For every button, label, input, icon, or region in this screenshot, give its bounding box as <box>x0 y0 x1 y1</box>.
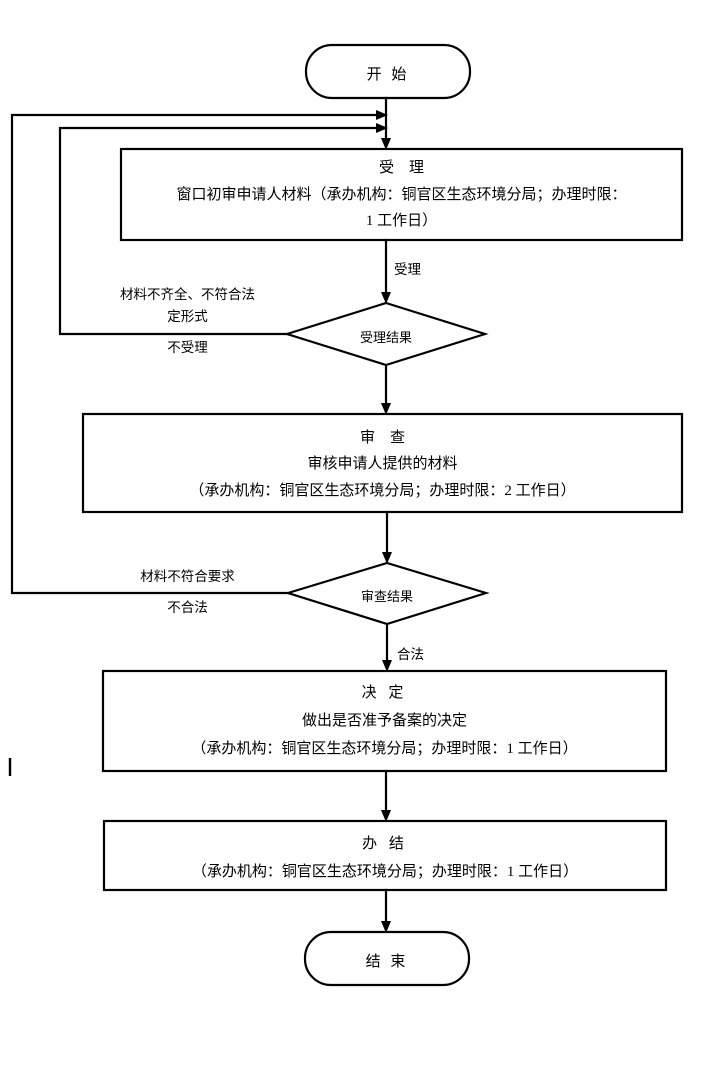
edge-feedback-inner <box>58 126 383 336</box>
edge-label-accept-to-result: 受理 <box>394 262 421 277</box>
edge-label-reject-line2: 定形式 <box>167 309 208 324</box>
edge-label-review-pass: 合法 <box>397 647 424 662</box>
node-decide-line2: （承办机构：铜官区生态环境分局；办理时限：1 工作日） <box>191 741 578 757</box>
node-decide-heading: 决 定 <box>361 685 408 701</box>
node-review-line1: 审核申请人提供的材料 <box>307 456 458 472</box>
node-review-shape <box>81 412 684 514</box>
node-complete-heading: 办 结 <box>362 836 408 852</box>
arrowhead-start-accept <box>381 138 391 150</box>
node-start-label: 开 始 <box>366 67 410 83</box>
node-accept-shape <box>119 147 684 242</box>
node-complete-shape <box>102 819 668 892</box>
node-review-result-label: 审查结果 <box>360 589 413 604</box>
node-accept-result-label: 受理结果 <box>359 330 412 345</box>
edge-label-reject-line1: 材料不齐全、不符合法 <box>120 287 255 302</box>
node-complete-line1: （承办机构：铜官区生态环境分局；办理时限：1 工作日） <box>191 864 579 880</box>
edge-label-review-reject-line1: 材料不符合要求 <box>140 569 235 584</box>
edge-feedback-outer <box>10 113 383 595</box>
node-review-result-shape <box>284 561 490 626</box>
node-start-shape <box>304 43 472 100</box>
arrowhead-decide-complete <box>381 810 391 822</box>
arrowhead-feedback-inner <box>376 123 388 133</box>
node-decide-shape <box>101 669 668 773</box>
node-end-shape <box>303 930 471 987</box>
arrowhead-feedback-outer <box>376 110 388 120</box>
arrowhead-review-result <box>382 552 392 564</box>
node-review-line2: （承办机构：铜官区生态环境分局；办理时限：2 工作日） <box>189 483 576 499</box>
node-accept-result-shape <box>283 301 489 367</box>
node-end-label: 结 束 <box>365 954 409 970</box>
node-accept-heading: 受 理 <box>378 160 424 176</box>
node-accept-line1: 窗口初审申请人材料（承办机构：铜官区生态环境分局；办理时限： <box>176 187 627 203</box>
node-accept-line2: 1 工作日） <box>365 213 438 229</box>
node-review-heading: 审 查 <box>359 430 405 446</box>
edge-label-reject-line3: 不受理 <box>167 340 208 355</box>
node-decide-line1: 做出是否准予备案的决定 <box>301 713 467 729</box>
arrowhead-result-review <box>381 403 391 415</box>
arrowhead-accept-result <box>381 292 391 304</box>
edge-label-review-reject-line2: 不合法 <box>167 600 208 615</box>
arrowhead-complete-end <box>381 921 391 933</box>
arrowhead-result-decide <box>382 660 392 672</box>
